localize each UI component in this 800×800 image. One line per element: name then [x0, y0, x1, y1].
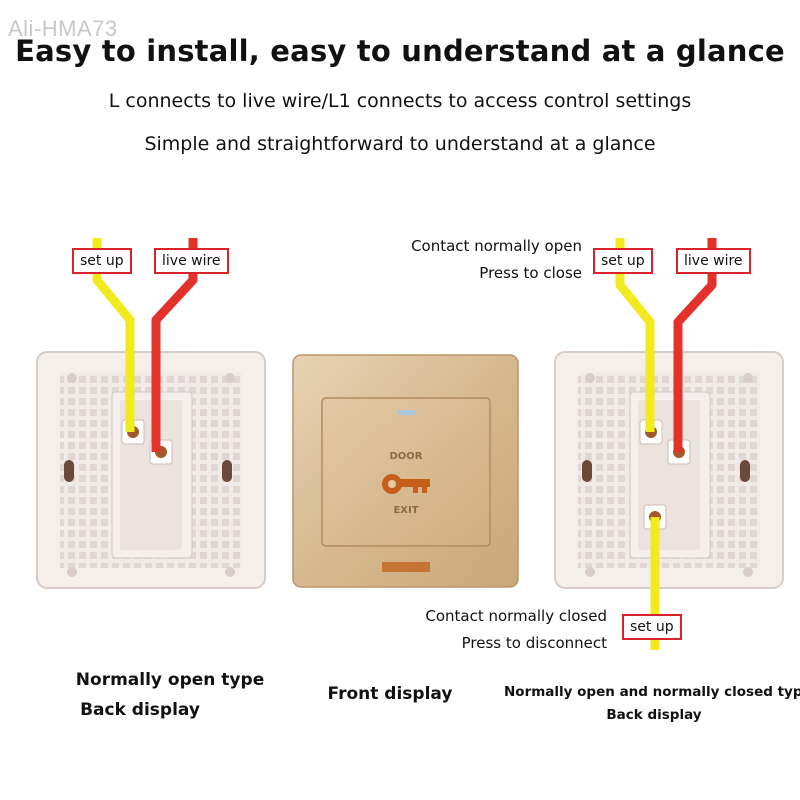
- front-caption: Front display: [327, 684, 453, 704]
- left-back-panel: [36, 351, 266, 589]
- watermark: Ali-HMA73: [8, 16, 118, 41]
- left-caption-line-1: Normally open type: [75, 670, 265, 690]
- subtitle-line-1: L connects to live wire/L1 connects to a…: [108, 90, 692, 112]
- right-setup-tag-top: set up: [593, 248, 653, 274]
- right-caption-line-1: Normally open and normally closed type: [504, 684, 800, 700]
- note-open-line-2: Press to close: [479, 264, 582, 282]
- right-setup-tag-bottom: set up: [622, 614, 682, 640]
- note-open-line-1: Contact normally open: [411, 237, 582, 255]
- page-title: Easy to install, easy to understand at a…: [15, 34, 785, 68]
- exit-text: EXIT: [393, 505, 419, 516]
- door-text: DOOR: [389, 451, 423, 462]
- right-caption-line-2: Back display: [606, 707, 702, 723]
- left-caption-line-2: Back display: [80, 700, 200, 720]
- right-live-wire-tag: live wire: [676, 248, 751, 274]
- right-back-panel: [554, 351, 784, 589]
- front-gold-panel: [292, 354, 519, 588]
- note-closed-line-1: Contact normally closed: [425, 607, 607, 625]
- subtitle-line-2: Simple and straightforward to understand…: [144, 133, 656, 155]
- note-closed-line-2: Press to disconnect: [461, 634, 607, 652]
- left-live-wire-tag: live wire: [154, 248, 229, 274]
- left-setup-tag: set up: [72, 248, 132, 274]
